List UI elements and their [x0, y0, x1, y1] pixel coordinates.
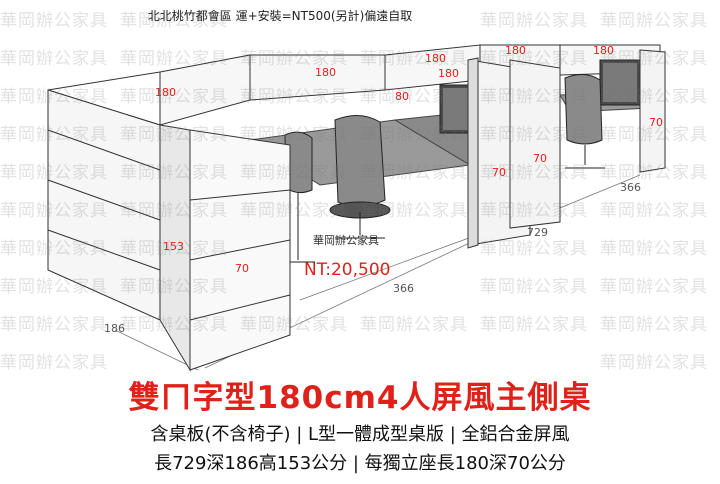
- dim-desk-depth-c: 70: [649, 116, 663, 129]
- dim-width-top-c2: 180: [438, 67, 459, 80]
- brand-label: 華岡辦公家具: [313, 234, 379, 247]
- dim-return-depth: 80: [395, 90, 409, 103]
- product-features: 含桌板(不含椅子) | L型一體成型桌版 | 全鋁合金屏風: [150, 424, 570, 445]
- dim-width-366-b: 366: [620, 181, 641, 194]
- price-label: NT:20,500: [304, 260, 391, 280]
- dim-width-top-c1: 180: [425, 52, 446, 65]
- dim-height: 153: [163, 240, 184, 253]
- dim-width-top-left: 180: [155, 86, 176, 99]
- dim-desk-depth-a: 70: [492, 166, 506, 179]
- dim-width-top-right1: 180: [505, 44, 526, 57]
- dim-width-top-right2: 180: [593, 44, 614, 57]
- dim-width-top-mid: 180: [315, 66, 336, 79]
- dim-desk-depth-b: 70: [533, 152, 547, 165]
- product-dimensions: 長729深186高153公分 | 每獨立座長180深70公分: [154, 453, 566, 474]
- dim-depth-186: 186: [104, 322, 125, 335]
- dim-desk-depth-d: 70: [235, 262, 249, 275]
- shipping-note: 北北桃竹都會區 運+安裝=NT500(另計)偏遠自取: [147, 9, 413, 23]
- dim-length-729: 729: [527, 226, 548, 239]
- office-chairs: [284, 74, 605, 263]
- monitors: [439, 59, 641, 134]
- front-panel: [47, 89, 291, 372]
- divider-panels: [467, 49, 666, 249]
- product-title: 雙ㄇ字型180cm4人屏風主側桌: [128, 380, 592, 416]
- dim-width-366-a: 366: [393, 282, 414, 295]
